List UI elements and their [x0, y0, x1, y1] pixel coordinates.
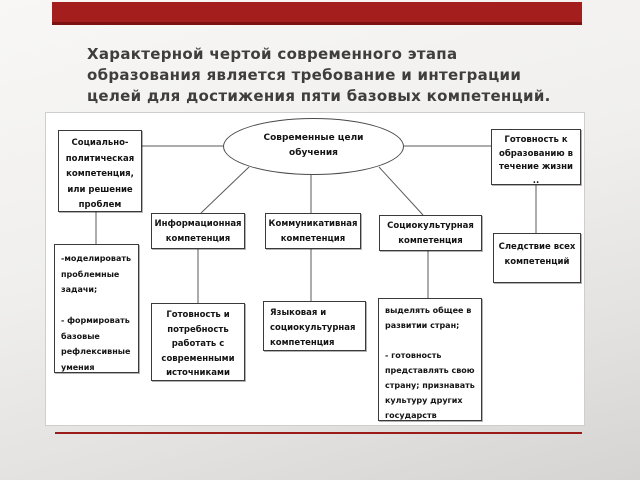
node-modeling-skills: -моделировать проблемные задачи; - форми…: [54, 244, 139, 373]
bottom-accent-line: [55, 432, 582, 434]
node-work-with-sources: Готовность и потребность работать с совр…: [151, 303, 245, 381]
node-consequence-of-competences: Следствие всех компетенций: [493, 233, 581, 283]
connector-goals-to-sociocultural: [378, 166, 424, 216]
connector-goals-to-informational: [200, 166, 250, 214]
node-informational-competence: Информационная компетенция: [151, 213, 245, 249]
node-language-sociocultural-competence: Языковая и социокультурная компетенция: [263, 301, 366, 351]
slide-title: Характерной чертой современного этапа об…: [87, 45, 551, 105]
node-common-in-development: выделять общее в развитии стран; - готов…: [378, 298, 482, 421]
node-lifelong-learning-readiness: Готовность к образованию в течение жизни…: [491, 129, 581, 185]
top-accent-bar: [52, 2, 582, 25]
diagram-panel: Современные цели обучения Социально- пол…: [45, 112, 585, 426]
node-social-political-competence: Социально- политическая компетенция, или…: [58, 130, 142, 212]
node-sociocultural-competence: Социокультурная компетенция: [379, 215, 482, 251]
node-communicative-competence: Коммуникативная компетенция: [265, 213, 361, 249]
node-modern-learning-goals: Современные цели обучения: [223, 118, 404, 175]
connector-lines: [95, 145, 537, 303]
